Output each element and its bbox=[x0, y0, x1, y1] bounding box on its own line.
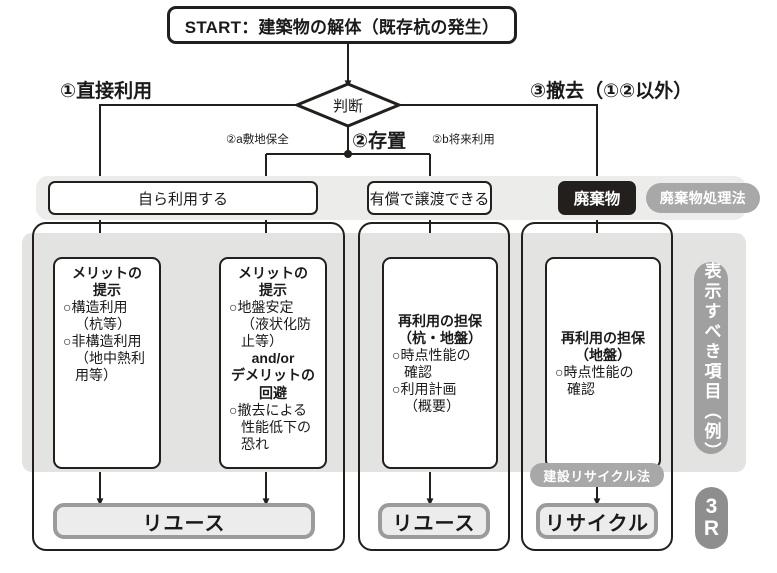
card4-line1: ○時点性能の bbox=[555, 364, 634, 380]
box-waste-label: 廃棄物 bbox=[573, 191, 621, 208]
card1-line5: 用等） bbox=[75, 367, 117, 384]
result-reuse-left: リユース bbox=[53, 503, 315, 539]
card2-head2: 提示 bbox=[259, 282, 287, 299]
card2-andor: and/or bbox=[251, 350, 295, 367]
pill-construction-recycle-law: 建設リサイクル法 bbox=[530, 463, 664, 487]
box-waste: 廃棄物 bbox=[558, 181, 636, 215]
box-paid-transfer: 有償で譲渡できる bbox=[367, 181, 492, 215]
column-removal bbox=[521, 222, 673, 551]
result-recycle: リサイクル bbox=[536, 503, 658, 539]
pill-items-to-display-label: 表示すべき項目（例） bbox=[701, 262, 721, 462]
card-merit-structural: メリットの 提示 ○構造利用 （杭等） ○非構造利用 （地中熱利 用等） bbox=[53, 257, 161, 469]
card3-line2: 確認 bbox=[404, 364, 432, 380]
result-recycle-label: リサイクル bbox=[545, 512, 649, 535]
card2-line2: （液状化防 bbox=[241, 316, 311, 333]
branch-sublabel-future-use: ②b将来利用 bbox=[432, 134, 495, 146]
card1-line4: （地中熱利 bbox=[75, 350, 145, 367]
pill-waste-disposal-law-label: 廃棄物処理法 bbox=[659, 190, 747, 206]
card-reuse-guarantee-ground: 再利用の担保 （地盤） ○時点性能の 確認 bbox=[545, 257, 661, 469]
badge-3r-line2: R bbox=[703, 517, 720, 540]
card2-head1: メリットの bbox=[238, 265, 308, 281]
badge-3r: 3 R bbox=[695, 487, 728, 549]
branch-sublabel-site-preservation: ②a敷地保全 bbox=[226, 134, 289, 146]
card1-head2: 提示 bbox=[93, 282, 121, 299]
decision-text: 判断 bbox=[332, 97, 363, 115]
card1-line2: （杭等） bbox=[75, 316, 131, 333]
pill-construction-recycle-law-label: 建設リサイクル法 bbox=[543, 468, 651, 484]
card2-line5: 性能低下の bbox=[241, 418, 311, 435]
branch-label-direct-use: ①直接利用 bbox=[60, 80, 153, 102]
result-reuse-mid-label: リユース bbox=[392, 512, 476, 535]
column-direct-use bbox=[32, 222, 345, 551]
card3-head2: （杭・地盤） bbox=[398, 329, 482, 346]
card3-line1: ○時点性能の bbox=[392, 346, 471, 363]
column-storage bbox=[358, 222, 510, 551]
card2-line6: 恐れ bbox=[241, 435, 269, 452]
box-self-use: 自ら利用する bbox=[48, 181, 318, 215]
box-self-use-label: 自ら利用する bbox=[137, 190, 228, 208]
branch-label-storage: ②存置 bbox=[352, 130, 407, 152]
start-box: START：建築物の解体（既存杭の発生） bbox=[167, 6, 517, 44]
branch-label-removal: ③撤去（①②以外） bbox=[530, 80, 693, 102]
card4-head1: 再利用の担保 bbox=[561, 329, 645, 346]
card1-head1: メリットの bbox=[72, 265, 142, 281]
card4-head2: （地盤） bbox=[575, 346, 631, 363]
card3-line3: ○利用計画 bbox=[392, 381, 457, 398]
badge-3r-line1: 3 bbox=[705, 494, 718, 518]
card2-line4: ○撤去による bbox=[229, 401, 308, 418]
card1-line3: ○非構造利用 bbox=[63, 333, 142, 350]
pill-waste-disposal-law: 廃棄物処理法 bbox=[646, 183, 760, 213]
card1-line1: ○構造利用 bbox=[63, 299, 128, 316]
card2-head4: 回避 bbox=[259, 384, 287, 401]
result-reuse-left-label: リユース bbox=[142, 512, 226, 535]
result-reuse-mid: リユース bbox=[378, 503, 490, 539]
card2-line3: 止等） bbox=[241, 333, 283, 350]
start-label: START：建築物の解体（既存杭の発生） bbox=[184, 17, 500, 37]
pill-items-to-display: 表示すべき項目（例） bbox=[694, 262, 728, 462]
card3-head1: 再利用の担保 bbox=[398, 312, 482, 329]
card4-line2: 確認 bbox=[567, 381, 595, 398]
card-merit-ground: メリットの 提示 ○地盤安定 （液状化防 止等） and/or デメリットの 回… bbox=[219, 257, 327, 469]
card2-line1: ○地盤安定 bbox=[229, 299, 294, 316]
decision-label: 判断 bbox=[318, 94, 378, 116]
card-reuse-guarantee-pile-ground: 再利用の担保 （杭・地盤） ○時点性能の 確認 ○利用計画 （概要） bbox=[382, 257, 498, 469]
card2-head3: デメリットの bbox=[231, 367, 315, 384]
box-paid-transfer-label: 有償で譲渡できる bbox=[369, 190, 490, 208]
card3-line4: （概要） bbox=[404, 398, 460, 415]
